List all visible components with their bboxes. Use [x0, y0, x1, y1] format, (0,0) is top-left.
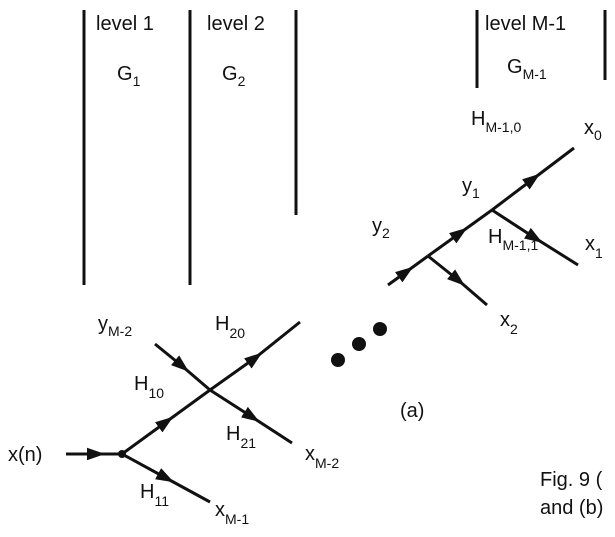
level-2-heading: level 2 [207, 13, 265, 35]
x2-branch [427, 254, 488, 307]
g2-label: G2 [222, 63, 246, 89]
xM1-label: xM-1 [215, 499, 249, 527]
h10-branch [121, 388, 211, 456]
hM10-label: HM-1,0 [471, 108, 521, 135]
x1-label: x1 [585, 233, 603, 261]
panel-label: (a) [400, 400, 424, 422]
h20-branch [209, 320, 301, 392]
continuation-dot [331, 353, 345, 367]
level-M1-heading: level M-1 [485, 13, 566, 35]
caption-line-2: and (b) [540, 497, 603, 519]
g1-label: G1 [117, 63, 141, 89]
xM2-label: xM-2 [305, 443, 339, 471]
yM2-label: yM-2 [98, 313, 132, 339]
h10-label: H10 [134, 373, 164, 401]
h21-label: H21 [226, 423, 256, 451]
x0-label: x0 [584, 117, 602, 143]
input-signal-label: x(n) [8, 444, 42, 466]
yM2-input-branch [154, 342, 211, 392]
h11-branch [121, 452, 211, 504]
y2-label: y2 [372, 215, 390, 241]
h20-label: H20 [215, 313, 245, 341]
hM10-branch [491, 146, 575, 212]
continuation-dot [352, 337, 366, 351]
hM11-branch [491, 208, 579, 267]
gM1-label: GM-1 [507, 56, 547, 82]
y1-label: y1 [462, 175, 480, 201]
h21-branch [209, 388, 293, 445]
hM11-label: HM-1,1 [488, 226, 538, 253]
caption-line-1: Fig. 9 ( [540, 469, 603, 491]
x2-label: x2 [500, 309, 518, 337]
h11-label: H11 [140, 481, 169, 509]
y2-input-branch [387, 254, 429, 287]
level-1-heading: level 1 [96, 13, 154, 35]
continuation-dot [373, 322, 387, 336]
y2-to-y1-branch [427, 208, 493, 258]
